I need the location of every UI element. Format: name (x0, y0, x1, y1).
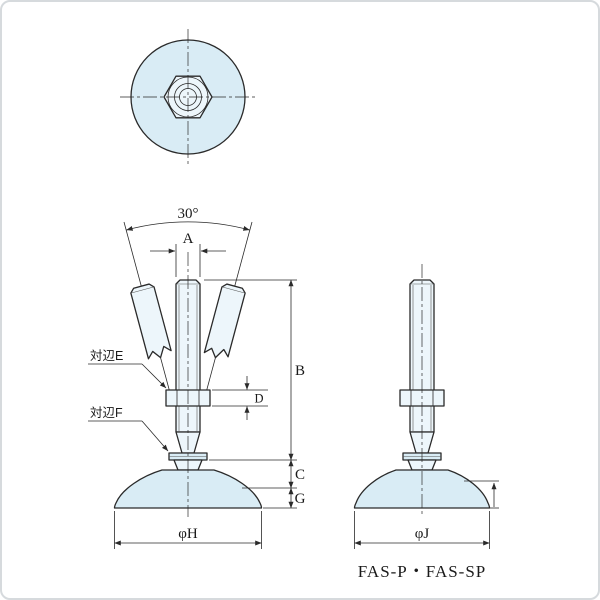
dim-g: G (263, 487, 306, 509)
dim-pad-thickness (464, 480, 499, 509)
dim-d: D (212, 376, 268, 420)
dim-phi-h: φH (114, 511, 262, 549)
dim-b-label: B (295, 363, 305, 379)
leader-across-flats-f: 対辺F (88, 406, 169, 452)
dia-h-label: φH (178, 526, 198, 542)
dim-phi-j: φJ (354, 511, 490, 549)
dim-d-label: D (254, 392, 263, 406)
tilted-rod-right (203, 283, 246, 359)
dim-c-label: C (295, 467, 305, 483)
tilted-rod-left (130, 283, 172, 360)
angle-label: 30° (178, 206, 199, 222)
dim-c: C (242, 459, 305, 489)
front-view: 30° (88, 206, 306, 549)
dim-a-label: A (183, 231, 194, 247)
across-flats-f-label: 対辺F (90, 406, 123, 420)
leader-across-flats-e: 対辺E (88, 349, 167, 389)
angle-arc (126, 221, 250, 231)
across-flats-e-label: 対辺E (90, 349, 123, 363)
side-view: φJ (353, 264, 499, 549)
top-view (120, 29, 256, 165)
hex-nut-top (163, 75, 213, 119)
dim-a: A (150, 231, 226, 277)
dim-b: B (204, 279, 305, 461)
product-label: FAS-P・FAS-SP (358, 562, 487, 581)
dim-g-label: G (295, 491, 306, 507)
dia-j-label: φJ (415, 526, 430, 542)
